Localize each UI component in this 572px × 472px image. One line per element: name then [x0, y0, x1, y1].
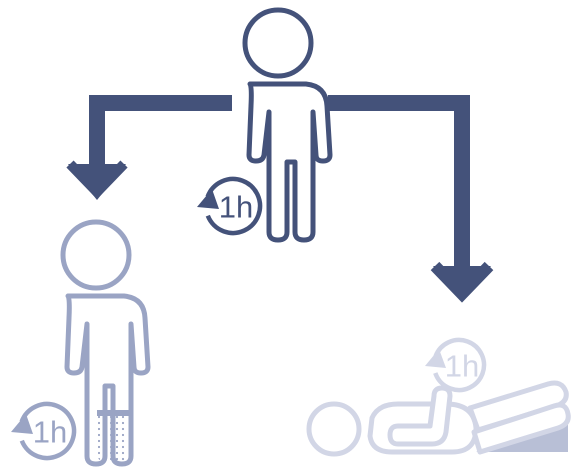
right-figure: 1h	[309, 333, 568, 454]
arrow-down-left-icon	[68, 103, 232, 200]
reclining-person-with-leg-elevation-icon	[309, 383, 568, 454]
arrow-down-right-icon	[328, 103, 491, 300]
left-figure: 1h	[11, 222, 148, 466]
timer-clock-icon: 1h	[425, 333, 491, 397]
timer-clock-icon: 1h	[197, 171, 268, 240]
timer-label: 1h	[33, 415, 67, 450]
center-figure: 1h	[197, 10, 330, 241]
compression-stocking-icon	[97, 410, 129, 462]
timer-label: 1h	[445, 349, 479, 384]
timer-clock-icon: 1h	[11, 396, 82, 465]
timer-label: 1h	[219, 190, 253, 225]
